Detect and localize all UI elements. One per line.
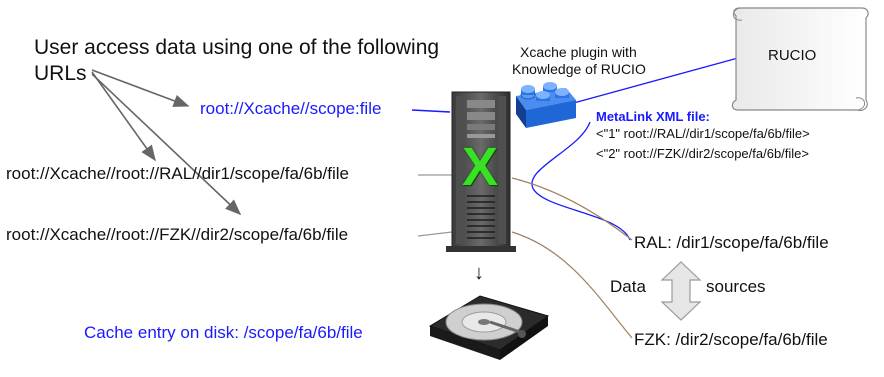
url-arrows — [91, 69, 242, 216]
data-sources-arrow — [660, 261, 702, 321]
metalink-entry-2: <"2" root://FZK//dir2/scope/fa/6b/file> — [596, 146, 810, 161]
ral-source: RAL: /dir1/scope/fa/6b/file — [634, 233, 829, 252]
plugin-label-line-1: Xcache plugin with — [520, 44, 637, 60]
metalink-title: MetaLink XML file: — [596, 109, 710, 124]
down-arrow: ↓ — [474, 262, 484, 284]
rucio-label: RUCIO — [768, 47, 817, 64]
plugin-label-line-2: Knowledge of RUCIO — [512, 61, 646, 77]
fzk-url-connector — [417, 231, 453, 237]
hard-disk-icon — [428, 295, 550, 360]
rucio-connector — [569, 57, 739, 105]
cache-entry: Cache entry on disk: /scope/fa/6b/file — [84, 323, 363, 342]
server-to-ral-line — [511, 177, 633, 241]
server-to-fzk-line — [511, 231, 633, 339]
server-tower-icon — [446, 91, 516, 252]
rucio-scroll-icon — [731, 7, 869, 111]
sources-label: sources — [706, 277, 766, 296]
fzk-source: FZK: /dir2/scope/fa/6b/file — [634, 330, 828, 349]
scope-url-connector — [411, 109, 451, 113]
metalink-entry-1: <"1" root://RAL//dir1/scope/fa/6b/file> — [596, 126, 810, 141]
intro-line-2: URLs — [34, 62, 87, 85]
scope-url: root://Xcache//scope:file — [200, 99, 382, 118]
fzk-url: root://Xcache//root://FZK//dir2/scope/fa… — [6, 225, 349, 244]
data-label: Data — [610, 277, 646, 296]
ral-url: root://Xcache//root://RAL//dir1/scope/fa… — [6, 164, 350, 183]
lego-brick-icon — [516, 82, 576, 128]
server-badge: X — [462, 137, 499, 197]
intro-line-1: User access data using one of the follow… — [34, 36, 440, 59]
